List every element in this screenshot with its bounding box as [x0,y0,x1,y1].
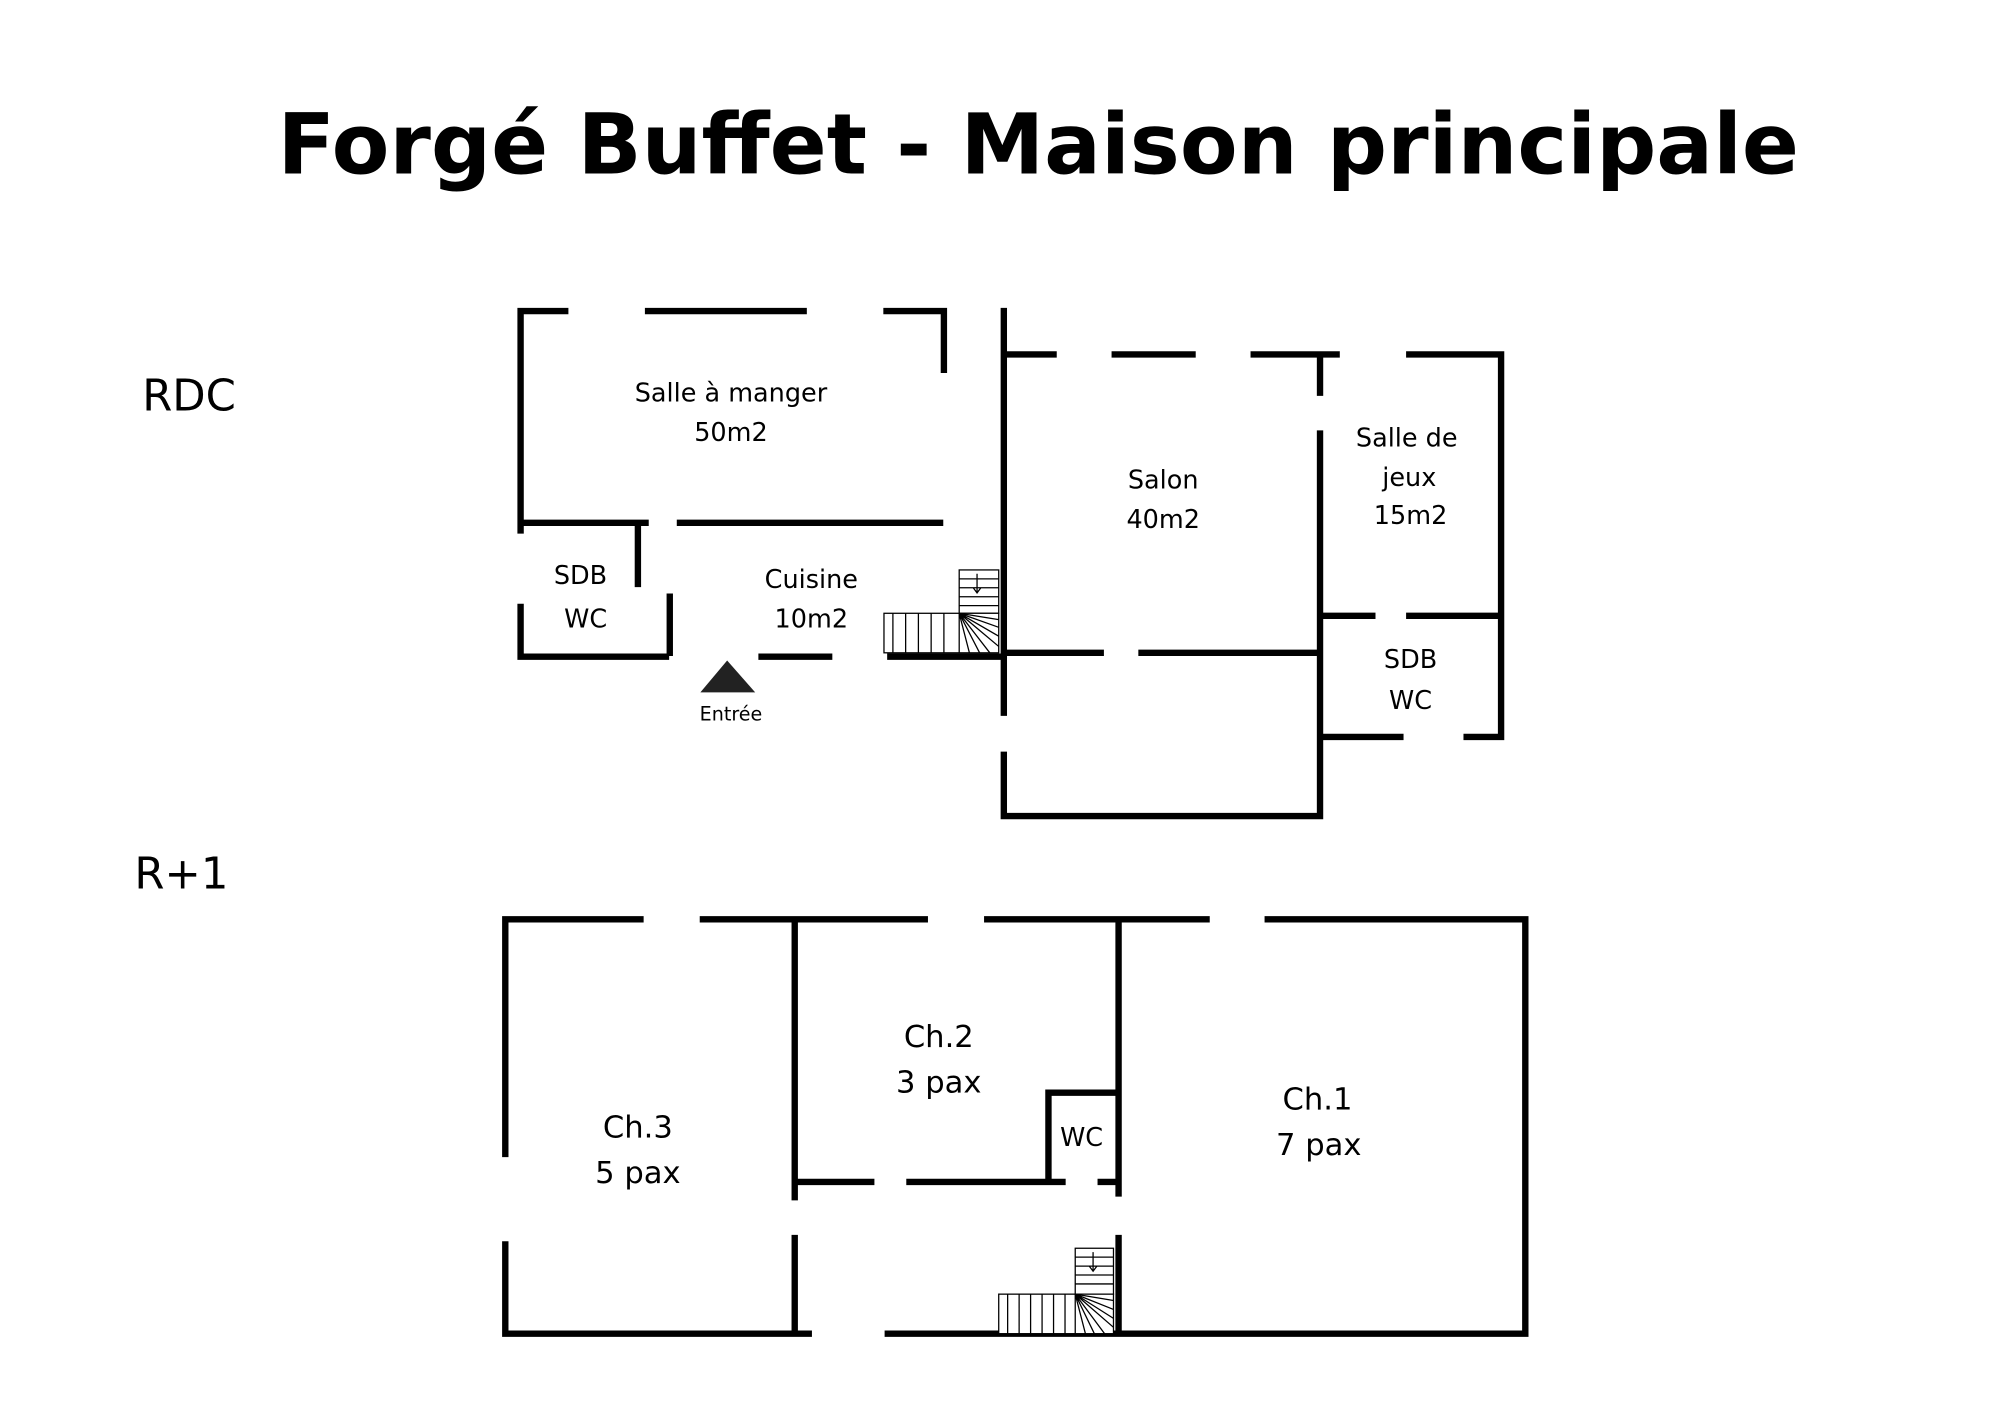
entrance-arrow-icon [700,660,756,693]
room-sdb-2: SDB [1384,645,1437,675]
entrance-label: Entrée [700,702,763,725]
room-salle-de-jeux-area: 15m2 [1374,501,1448,531]
room-cuisine-area: 10m2 [775,604,849,634]
room-ch2: Ch.2 [904,1020,974,1055]
level-label-rdc: RDC [142,372,236,422]
room-salon: Salon [1128,465,1199,495]
room-wc-1: WC [564,604,607,634]
room-ch1: Ch.1 [1283,1082,1353,1117]
room-ch3-pax: 5 pax [595,1156,680,1191]
room-salle-de-jeux-2: jeux [1381,463,1436,493]
ground-floor-walls [517,307,1505,820]
room-ch3: Ch.3 [603,1110,673,1145]
room-cuisine: Cuisine [765,565,858,595]
room-ch2-pax: 3 pax [896,1066,981,1101]
room-salon-area: 40m2 [1126,505,1200,535]
room-salle-a-manger: Salle à manger [635,379,828,409]
page-title: Forgé Buffet - Maison principale [278,95,1799,193]
room-labels: Salle à manger 50m2 SDB WC Cuisine 10m2 … [554,379,1458,1192]
room-sdb-1: SDB [554,561,607,591]
first-floor-stairs [998,1247,1115,1335]
room-salle-a-manger-area: 50m2 [694,418,768,448]
room-wc: WC [1060,1123,1103,1153]
level-label-r1: R+1 [134,850,228,900]
room-wc-2: WC [1389,686,1432,716]
ground-floor-stairs [883,569,1000,654]
room-salle-de-jeux: Salle de [1356,423,1458,453]
room-ch1-pax: 7 pax [1276,1128,1361,1163]
